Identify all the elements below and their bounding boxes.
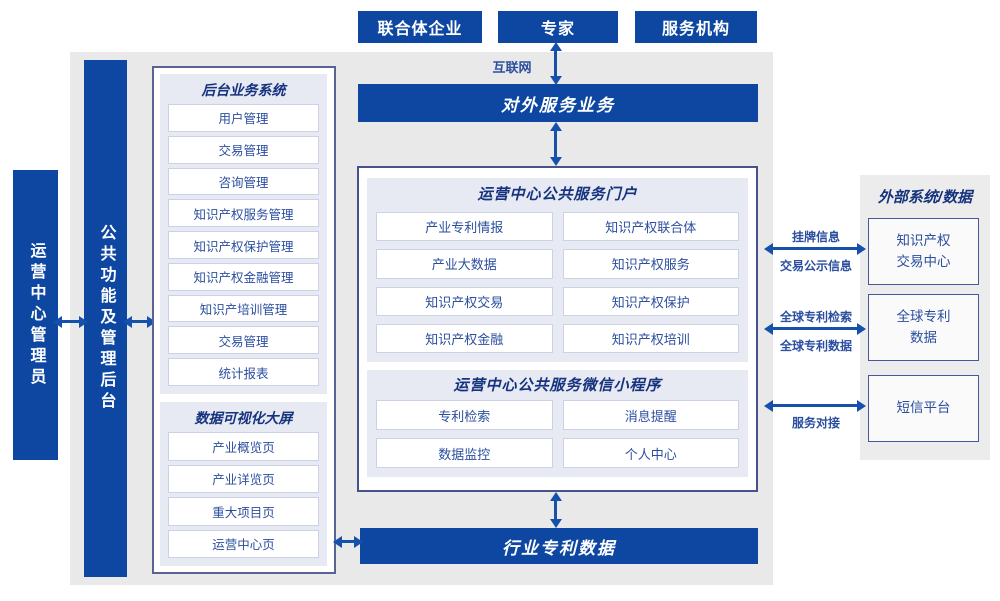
list-item: 专利检索	[376, 400, 553, 430]
actor-expert: 专家	[498, 11, 618, 43]
dashboard-items: 产业概览页 产业详览页 重大项目页 运营中心页	[168, 432, 319, 558]
list-item: 重大项目页	[168, 497, 319, 526]
label-service-connect: 服务对接	[791, 416, 840, 430]
portal-title: 运营中心公共服务门户	[477, 186, 638, 203]
miniprogram-title: 运营中心公共服务微信小程序	[453, 377, 662, 394]
backend-system-title: 后台业务系统	[201, 82, 286, 98]
list-item: 咨询管理	[168, 167, 319, 196]
industry-patent-data-bar: 行业专利数据	[360, 528, 758, 564]
arrow-global-patent	[772, 327, 858, 330]
list-item: 知识产培训管理	[168, 294, 319, 323]
portal-panel: 运营中心公共服务门户 产业专利情报 知识产权联合体 产业大数据 知识产权服务 知…	[367, 178, 748, 362]
arrow-portal-patentdata	[554, 500, 557, 520]
list-item: 产业概览页	[168, 432, 319, 461]
list-item: 产业大数据	[376, 249, 553, 279]
operations-admin-bar: 运营中心管理员	[13, 170, 58, 460]
actor-consortium-enterprise: 联合体企业	[358, 11, 482, 43]
arrow-listing-info	[772, 247, 858, 250]
miniprogram-items: 专利检索 消息提醒 数据监控 个人中心	[376, 400, 739, 468]
label-listing-info: 挂牌信息	[791, 230, 840, 244]
label-trade-publicity-info: 交易公示信息	[779, 259, 852, 273]
list-item: 交易管理	[168, 326, 319, 355]
actor-service-organization: 服务机构	[635, 11, 757, 43]
list-item: 知识产权保护管理	[168, 231, 319, 259]
arrow-internet	[554, 50, 557, 77]
list-item: 产业专利情报	[376, 212, 553, 242]
portal-items: 产业专利情报 知识产权联合体 产业大数据 知识产权服务 知识产权交易 知识产权保…	[376, 212, 739, 353]
arrow-admin-backend	[61, 320, 80, 323]
external-system-sms-platform: 短信平台	[868, 375, 979, 442]
arrow-backend-panels	[131, 320, 148, 323]
list-item: 知识产权联合体	[562, 212, 739, 242]
list-item: 知识产权培训	[562, 323, 739, 353]
list-item: 统计报表	[168, 358, 319, 387]
list-item: 知识产权服务	[562, 249, 739, 279]
backend-system-items: 用户管理 交易管理 咨询管理 知识产权服务管理 知识产权保护管理 知识产权金融管…	[168, 104, 319, 387]
backend-system-panel: 后台业务系统 用户管理 交易管理 咨询管理 知识产权服务管理 知识产权保护管理 …	[160, 74, 327, 394]
list-item: 知识产权交易	[376, 286, 553, 316]
label-global-patent-search: 全球专利检索	[779, 310, 852, 324]
list-item: 个人中心	[562, 438, 739, 468]
list-item: 知识产权金融	[376, 323, 553, 353]
list-item: 运营中心页	[168, 529, 319, 558]
list-item: 交易管理	[168, 135, 319, 164]
external-service-bar: 对外服务业务	[358, 84, 758, 122]
label-global-patent-data: 全球专利数据	[779, 339, 852, 353]
dashboard-panel: 数据可视化大屏 产业概览页 产业详览页 重大项目页 运营中心页	[160, 402, 327, 566]
list-item: 知识产权保护	[562, 286, 739, 316]
external-system-ip-trading-center: 知识产权 交易中心	[868, 218, 979, 285]
arrow-dashboard-patentdata	[341, 540, 355, 543]
internet-label: 互联网	[492, 60, 532, 75]
arrow-extservice-portal	[554, 130, 557, 158]
external-system-global-patent-data: 全球专利 数据	[868, 294, 979, 361]
arrow-service-connect	[772, 404, 858, 407]
list-item: 产业详览页	[168, 464, 319, 493]
list-item: 知识产权服务管理	[168, 199, 319, 228]
list-item: 数据监控	[376, 438, 553, 468]
public-functions-backend-bar: 公共功能及管理后台	[84, 60, 127, 577]
external-systems-title: 外部系统/数据	[877, 189, 973, 206]
miniprogram-panel: 运营中心公共服务微信小程序 专利检索 消息提醒 数据监控 个人中心	[367, 370, 748, 477]
list-item: 知识产权金融管理	[168, 262, 319, 291]
list-item: 用户管理	[168, 104, 319, 132]
dashboard-title: 数据可视化大屏	[194, 410, 293, 426]
list-item: 消息提醒	[562, 400, 739, 430]
